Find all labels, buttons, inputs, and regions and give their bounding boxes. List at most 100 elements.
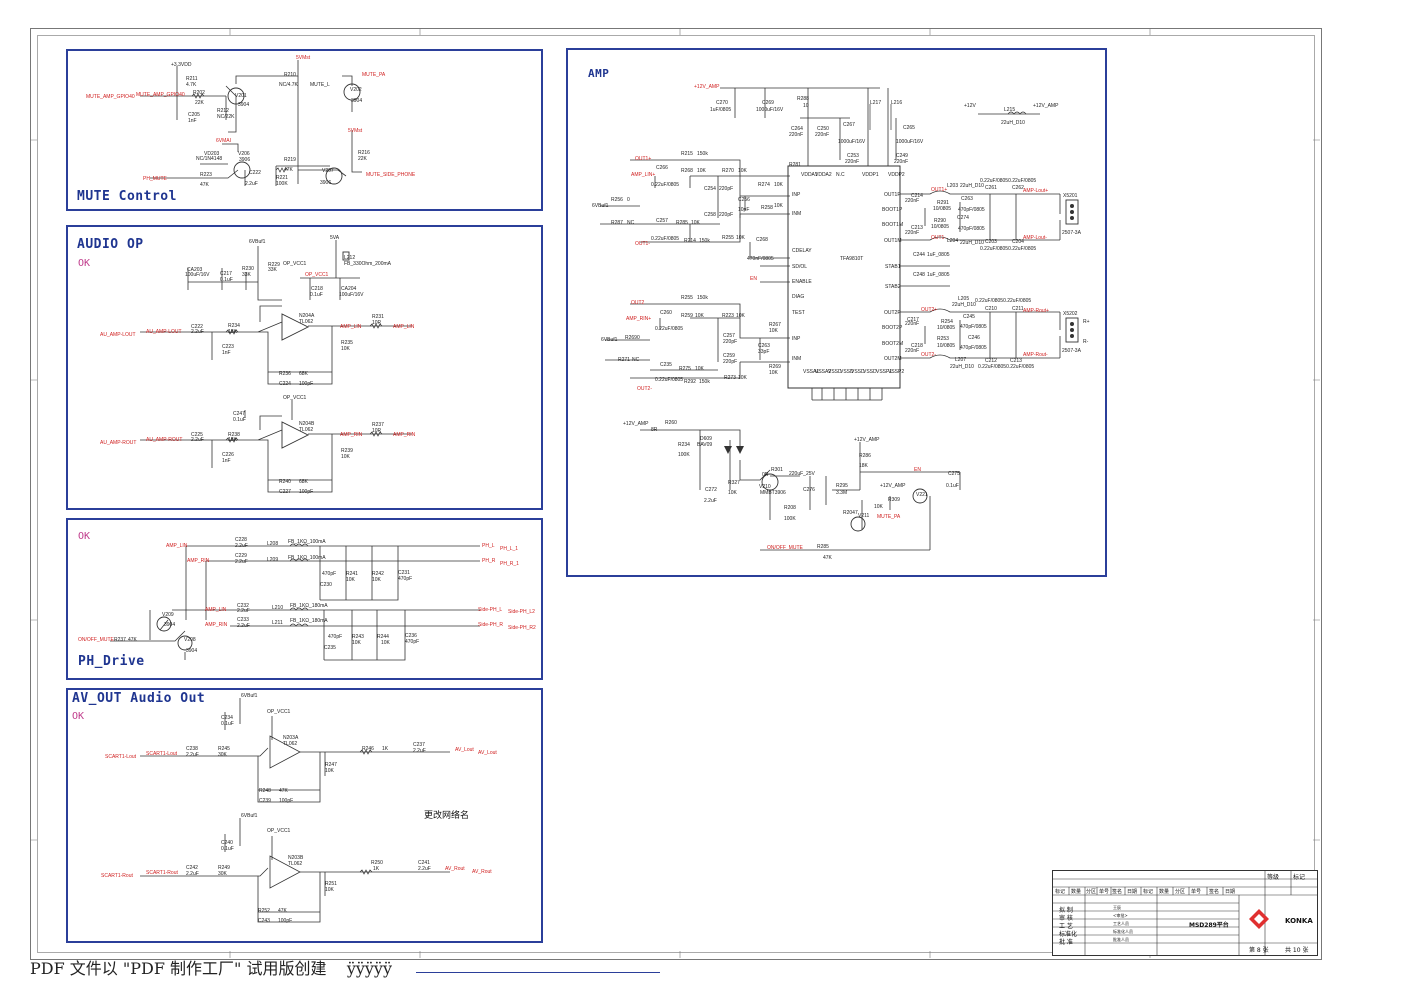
- amp-component-label: C248: [913, 272, 925, 278]
- audio-component-label: R240: [279, 479, 291, 485]
- change-netname-note: 更改网络名: [424, 811, 470, 821]
- amp-component-label: VSSA2: [815, 369, 832, 375]
- amp-component-label: C214: [911, 193, 923, 199]
- tb-row-3-val: 标准化人员: [1113, 929, 1133, 934]
- ph-component-label: C235: [324, 645, 336, 651]
- amp-component-label: C260: [660, 310, 672, 316]
- amp-component-label: 220pF: [719, 212, 734, 218]
- amp-component-label: 0.1uF: [946, 483, 959, 489]
- mute-component-label: 2.2uF: [245, 181, 258, 187]
- amp-net-label: OUT1-: [635, 241, 650, 247]
- amp-component-label: BOOT2M: [882, 341, 904, 347]
- tb-header-cell: 分区: [1086, 889, 1097, 895]
- mute-component-label: NC/22K: [217, 114, 235, 120]
- amp-component-label: +12V_AMP: [880, 483, 906, 489]
- audio-component-label: R234: [228, 323, 240, 329]
- amp-component-label: C274: [957, 215, 969, 221]
- amp-component-label: 220nF: [905, 230, 920, 236]
- amp-component-label: R254: [941, 319, 953, 325]
- mute-component-label: 47K: [284, 167, 293, 173]
- amp-component-label: 470pF/0805: [960, 345, 987, 351]
- amp-component-label: R-: [1083, 339, 1089, 345]
- ph-drive-panel: [66, 518, 543, 680]
- ph-component-label: C236: [405, 633, 417, 639]
- av-out-status: OK: [72, 711, 85, 722]
- amp-component-label: C210: [985, 306, 997, 312]
- mute-net-label: MUTE_PA: [362, 72, 386, 78]
- audio-component-label: OP_VCC1: [283, 395, 307, 401]
- amp-component-label: 10K: [774, 203, 783, 209]
- amp-component-label: R253: [937, 336, 949, 342]
- amp-net-label: MUTE_PA: [877, 514, 901, 520]
- avout-component-label: R251: [325, 881, 337, 887]
- avout-component-label: N203A: [283, 735, 299, 741]
- ph-component-label: C233: [237, 617, 249, 623]
- amp-component-label: 150k: [697, 295, 708, 301]
- avout-component-label: OP_VCC1: [267, 709, 291, 715]
- audio-component-label: TL062: [299, 427, 314, 433]
- audio-component-label: C225: [191, 432, 203, 438]
- mute-net-label: MUTE_SIDE_PHONE: [366, 172, 416, 178]
- amp-net-label: OUT1+: [931, 187, 948, 193]
- tb-row-3-key: 标准化: [1059, 931, 1078, 938]
- ph-component-label: L209: [267, 557, 279, 563]
- ph-component-label: 470pF: [405, 639, 420, 645]
- avout-net-label: AV_Rout: [445, 866, 465, 872]
- amp-component-label: R275: [679, 366, 691, 372]
- amp-component-label: C266: [656, 165, 668, 171]
- amp-component-label: 10/0805: [931, 224, 950, 230]
- amp-component-label: 10K: [736, 313, 745, 319]
- audio-component-label: C218: [311, 286, 323, 292]
- audio-component-label: 68K: [299, 479, 308, 485]
- tb-brand: KONKA: [1285, 917, 1313, 925]
- amp-component-label: R256: [611, 197, 623, 203]
- amp-component-label: C267: [843, 122, 855, 128]
- avout-component-label: 6VBuf1: [241, 813, 258, 819]
- audio-net-label: AMP_LIN: [340, 324, 362, 330]
- mute-component-label: 3904: [238, 102, 250, 108]
- avout-component-label: 2.2uF: [186, 871, 199, 877]
- amp-component-label: C211: [1012, 306, 1024, 312]
- amp-component-label: 220nF: [905, 348, 920, 354]
- amp-component-label: C249: [896, 153, 908, 159]
- amp-component-label: 10K: [874, 504, 883, 510]
- tb-header-cell: 签名: [1112, 889, 1123, 895]
- amp-component-label: C268: [756, 237, 768, 243]
- ph-component-label: R242: [372, 571, 384, 577]
- amp-component-label: 0.22uF/08050.22uF/0805: [975, 298, 1032, 304]
- ph-component-label: FB_1KΩ_180mA: [290, 603, 328, 609]
- amp-component-label: 18K: [859, 463, 868, 469]
- amp-component-label: C265: [903, 125, 915, 131]
- ph-component-label: 470pF: [398, 576, 413, 582]
- tb-sheet-number: 第 8 张: [1249, 947, 1269, 954]
- amp-component-label: C263: [961, 196, 973, 202]
- tb-row-1-val: <审批>: [1113, 913, 1128, 918]
- ph-component-label: V209: [162, 612, 174, 618]
- mute-component-label: V202: [350, 87, 362, 93]
- amp-component-label: 3.3M: [836, 490, 848, 496]
- amp-component-label: OUT1P: [884, 192, 901, 198]
- mute-component-label: V206: [238, 151, 250, 157]
- amp-component-label: L204: [947, 238, 959, 244]
- amp-component-label: 100K: [784, 516, 796, 522]
- audio-component-label: 1nF: [222, 350, 231, 356]
- amp-component-label: R286: [859, 453, 871, 459]
- amp-net-label: AMP-Rout+: [1023, 308, 1049, 314]
- amp-component-label: L207: [955, 357, 967, 363]
- amp-component-label: L216: [891, 100, 903, 106]
- amp-component-label: +12V_AMP: [1033, 103, 1059, 109]
- audio-component-label: 100uF/16V: [185, 272, 210, 278]
- amp-component-label: C272: [705, 487, 717, 493]
- amp-component-label: R327: [728, 480, 740, 486]
- audio-component-label: R239: [341, 448, 353, 454]
- audio-component-label: 18K: [228, 329, 237, 335]
- amp-component-label: 0.22uF/08050.22uF/0805: [978, 364, 1035, 370]
- amp-component-label: C253: [847, 153, 859, 159]
- amp-component-label: 1000uF/16V: [756, 107, 784, 113]
- amp-component-label: C257: [656, 218, 668, 224]
- amp-component-label: C275: [948, 471, 960, 477]
- mute-component-label: R221: [276, 175, 288, 181]
- amp-component-label: 0: [627, 197, 630, 203]
